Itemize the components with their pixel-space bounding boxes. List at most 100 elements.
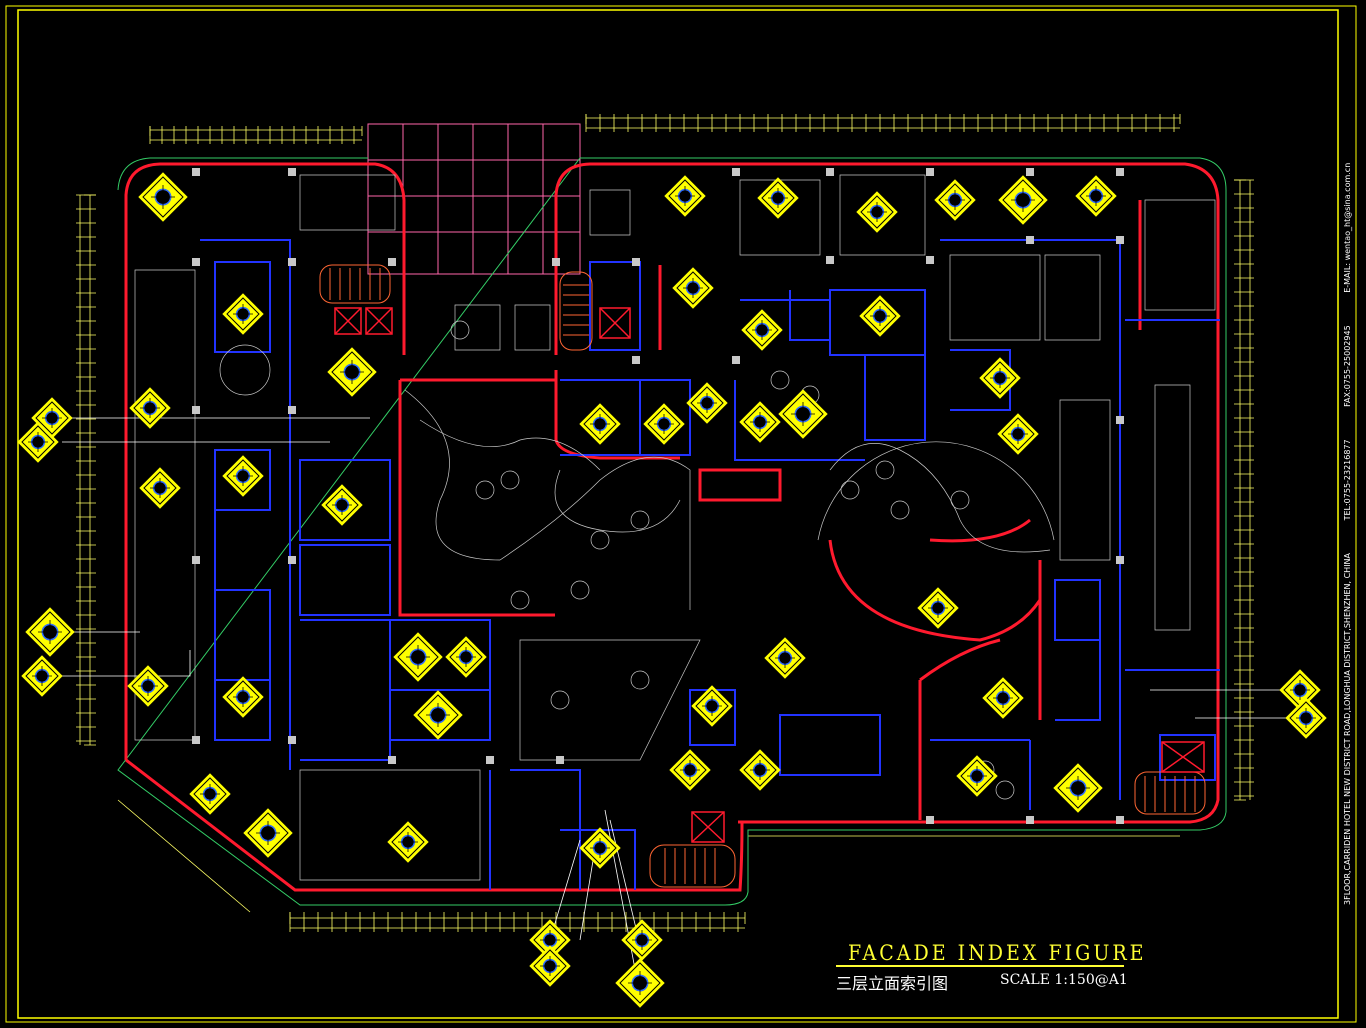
chair-symbol xyxy=(510,590,530,610)
elevation-index-tag xyxy=(189,773,231,815)
chair-symbol xyxy=(500,470,520,490)
chair-symbol xyxy=(890,500,910,520)
drawing-scale: SCALE 1:150@A1 xyxy=(1000,972,1128,988)
elevation-index-tag xyxy=(739,401,781,443)
chair-symbol xyxy=(950,490,970,510)
elevation-index-tag xyxy=(1075,175,1117,217)
structural-columns xyxy=(192,168,1124,824)
elevation-index-tag xyxy=(138,172,188,222)
outer-frame xyxy=(5,5,1357,1023)
column-mark xyxy=(1026,816,1034,824)
elevation-index-tag xyxy=(222,293,264,335)
elevation-index-tag xyxy=(672,267,714,309)
column-mark xyxy=(926,168,934,176)
column-mark xyxy=(1116,556,1124,564)
elevation-index-tag xyxy=(529,919,571,961)
column-mark xyxy=(826,256,834,264)
chair-symbol xyxy=(840,480,860,500)
chair-symbol xyxy=(570,580,590,600)
column-mark xyxy=(192,258,200,266)
chair-symbol xyxy=(475,480,495,500)
column-mark xyxy=(1026,168,1034,176)
courtyard-grid xyxy=(367,123,581,275)
column-mark xyxy=(1026,236,1034,244)
column-mark xyxy=(732,168,740,176)
column-mark xyxy=(552,258,560,266)
interior-partitions xyxy=(200,239,1220,890)
column-mark xyxy=(1116,168,1124,176)
tel-text: TEL:0755-23216877 xyxy=(1343,439,1352,521)
elevation-index-tag xyxy=(741,309,783,351)
chair-symbol xyxy=(875,460,895,480)
elevation-index-tag xyxy=(739,749,781,791)
elevation-index-tag xyxy=(979,357,1021,399)
elevation-index-tag xyxy=(1279,669,1321,711)
elevation-index-tag xyxy=(998,175,1048,225)
chair-circles xyxy=(450,320,1015,800)
column-mark xyxy=(192,736,200,744)
column-mark xyxy=(192,406,200,414)
address-text: 3FLOOR,CARRIDEN HOTEL NEW DISTRICT ROAD,… xyxy=(1343,552,1352,905)
elevation-index-tag xyxy=(387,821,429,863)
column-mark xyxy=(632,356,640,364)
elevation-index-tag xyxy=(934,179,976,221)
elevation-index-tag xyxy=(856,191,898,233)
column-mark xyxy=(192,556,200,564)
elevation-index-tag xyxy=(25,607,75,657)
elevation-index-tag xyxy=(129,387,171,429)
elevation-index-tag xyxy=(127,665,169,707)
drawing-title-cn: 三层立面索引图 xyxy=(836,974,949,993)
column-mark xyxy=(486,756,494,764)
elevation-index-tag xyxy=(393,632,443,682)
elevation-index-tags xyxy=(17,172,1327,1008)
email-text: E-MAIL: wentao_ht@sina.com.cn xyxy=(1343,162,1352,293)
exterior-walls xyxy=(124,162,1220,892)
column-mark xyxy=(732,356,740,364)
column-mark xyxy=(556,756,564,764)
elevation-index-tag xyxy=(859,295,901,337)
elevation-index-tag xyxy=(917,587,959,629)
elevation-index-tag xyxy=(1285,697,1327,739)
chair-symbol xyxy=(590,530,610,550)
elevation-index-tag xyxy=(139,467,181,509)
elevation-index-tag xyxy=(643,403,685,445)
title-strip-info: 3FLOOR,CARRIDEN HOTEL NEW DISTRICT ROAD,… xyxy=(1343,133,1352,905)
column-mark xyxy=(1116,816,1124,824)
elevation-index-tag xyxy=(21,655,63,697)
column-mark xyxy=(288,168,296,176)
elevation-index-tag xyxy=(691,685,733,727)
elevation-index-tag xyxy=(615,958,665,1008)
drawing-title-en: FACADE INDEX FIGURE xyxy=(848,940,1147,966)
chair-symbol xyxy=(630,670,650,690)
chair-symbol xyxy=(450,320,470,340)
elevation-index-tag xyxy=(327,347,377,397)
elevator-shafts xyxy=(334,307,1205,843)
elevation-index-tag xyxy=(778,389,828,439)
elevation-index-tag xyxy=(664,175,706,217)
elevation-index-tag xyxy=(757,177,799,219)
slab-edge xyxy=(117,157,1227,906)
chair-symbol xyxy=(995,780,1015,800)
fax-text: FAX:0755-25002945 xyxy=(1343,325,1352,407)
elevation-index-tag xyxy=(222,676,264,718)
elevation-index-tag xyxy=(956,755,998,797)
column-mark xyxy=(1116,236,1124,244)
column-mark xyxy=(826,168,834,176)
column-mark xyxy=(192,168,200,176)
elevation-index-tag xyxy=(321,484,363,526)
column-mark xyxy=(1116,416,1124,424)
elevation-index-tag xyxy=(243,808,293,858)
elevation-index-tag xyxy=(669,749,711,791)
elevation-index-tag xyxy=(1053,763,1103,813)
elevation-index-tag xyxy=(222,455,264,497)
elevation-index-tag xyxy=(982,677,1024,719)
elevation-index-tag xyxy=(413,690,463,740)
column-mark xyxy=(632,258,640,266)
column-mark xyxy=(288,736,296,744)
elevation-index-tag xyxy=(621,919,663,961)
elevation-index-tag xyxy=(17,421,59,463)
column-mark xyxy=(388,258,396,266)
column-mark xyxy=(288,556,296,564)
elevation-index-tag xyxy=(579,827,621,869)
